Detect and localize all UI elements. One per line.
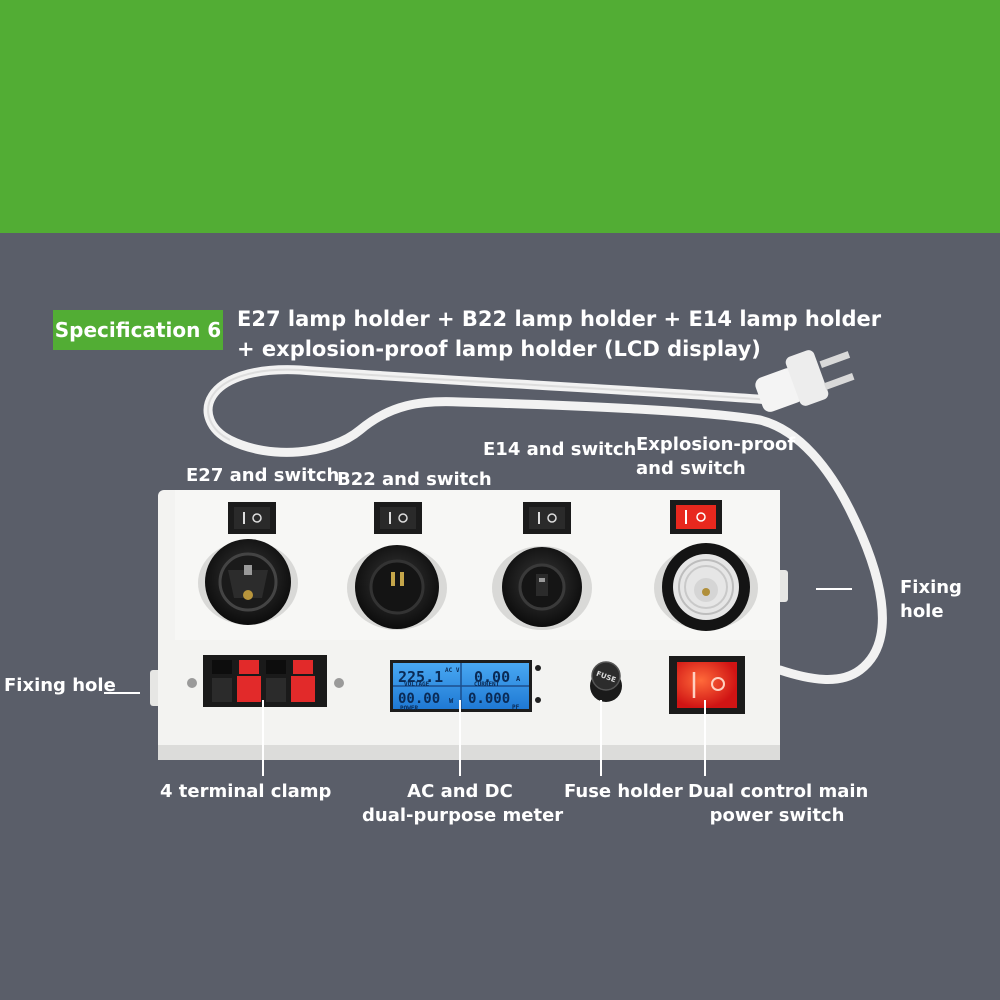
board-shadow-edge	[158, 745, 780, 760]
lcd-power-text: 00.00	[398, 691, 440, 707]
label-b22-switch: B22 and switch	[337, 469, 492, 490]
label-right-fixing-hole: Fixing hole	[900, 576, 962, 624]
label-explosion-line1: Explosion-proof	[636, 434, 796, 455]
label-ac-dc-meter: AC and DC dual-purpose meter	[362, 780, 564, 828]
fuse-holder: FUSE	[590, 661, 622, 702]
b22-switch	[374, 502, 422, 534]
e14-socket	[492, 546, 592, 630]
explosion-proof-switch	[670, 500, 722, 534]
e14-switch	[523, 502, 571, 534]
lcd-current-value: 0.00 A CURRENT	[474, 668, 521, 688]
specification-title-line2: + explosion-proof lamp holder (LCD displ…	[237, 337, 761, 361]
label-fixing-right-line2: hole	[900, 601, 944, 622]
explosion-proof-socket	[654, 543, 758, 631]
label-fuse-holder: Fuse holder	[564, 781, 683, 802]
label-main-power-switch: Dual control main power switch	[688, 780, 869, 828]
lcd-pf-label: PF	[512, 704, 520, 711]
label-explosion-line2: and switch	[636, 458, 746, 479]
label-main-line1: Dual control main	[688, 781, 869, 802]
terminal-clamp	[187, 655, 344, 707]
power-cord-shadow	[207, 368, 771, 441]
main-power-switch	[669, 656, 745, 714]
label-meter-line2: dual-purpose meter	[362, 805, 564, 826]
power-plug	[755, 350, 855, 412]
label-explosion-proof-switch: Explosion-proof and switch	[636, 433, 795, 481]
b22-socket	[347, 545, 447, 630]
label-e14-switch: E14 and switch	[483, 439, 637, 460]
lcd-voltage-value: 225.1 AC V VOLTAGE	[398, 667, 460, 688]
lcd-power-label: POWER	[400, 705, 418, 712]
lcd-voltage-unit: AC V	[445, 667, 460, 674]
lcd-power-unit: W	[449, 697, 454, 705]
specification-badge: Specification 6	[53, 310, 223, 350]
label-left-fixing-hole: Fixing hole	[4, 675, 116, 696]
specification-title: E27 lamp holder + B22 lamp holder + E14 …	[237, 304, 881, 364]
label-terminal-clamp: 4 terminal clamp	[160, 781, 332, 802]
lcd-voltage-text: 225.1	[398, 668, 443, 686]
label-meter-line1: AC and DC	[407, 781, 513, 802]
lcd-current-text: 0.00	[474, 668, 510, 686]
lcd-power-value: 00.00 W POWER	[398, 691, 454, 712]
lcd-pf-text: 0.000	[468, 691, 510, 707]
lcd-current-unit: A	[516, 675, 521, 683]
specification-title-line1: E27 lamp holder + B22 lamp holder + E14 …	[237, 307, 882, 331]
label-e27-switch: E27 and switch	[186, 465, 340, 486]
lcd-voltage-label: VOLTAGE	[404, 681, 430, 688]
lcd-current-label: CURRENT	[474, 681, 500, 688]
top-green-band	[0, 0, 1000, 233]
e27-switch	[228, 502, 276, 534]
e27-socket	[198, 539, 298, 625]
label-fixing-right-line1: Fixing	[900, 577, 962, 598]
lcd-pf-value: 0.000 PF	[468, 691, 520, 711]
label-main-line2: power switch	[709, 805, 845, 826]
